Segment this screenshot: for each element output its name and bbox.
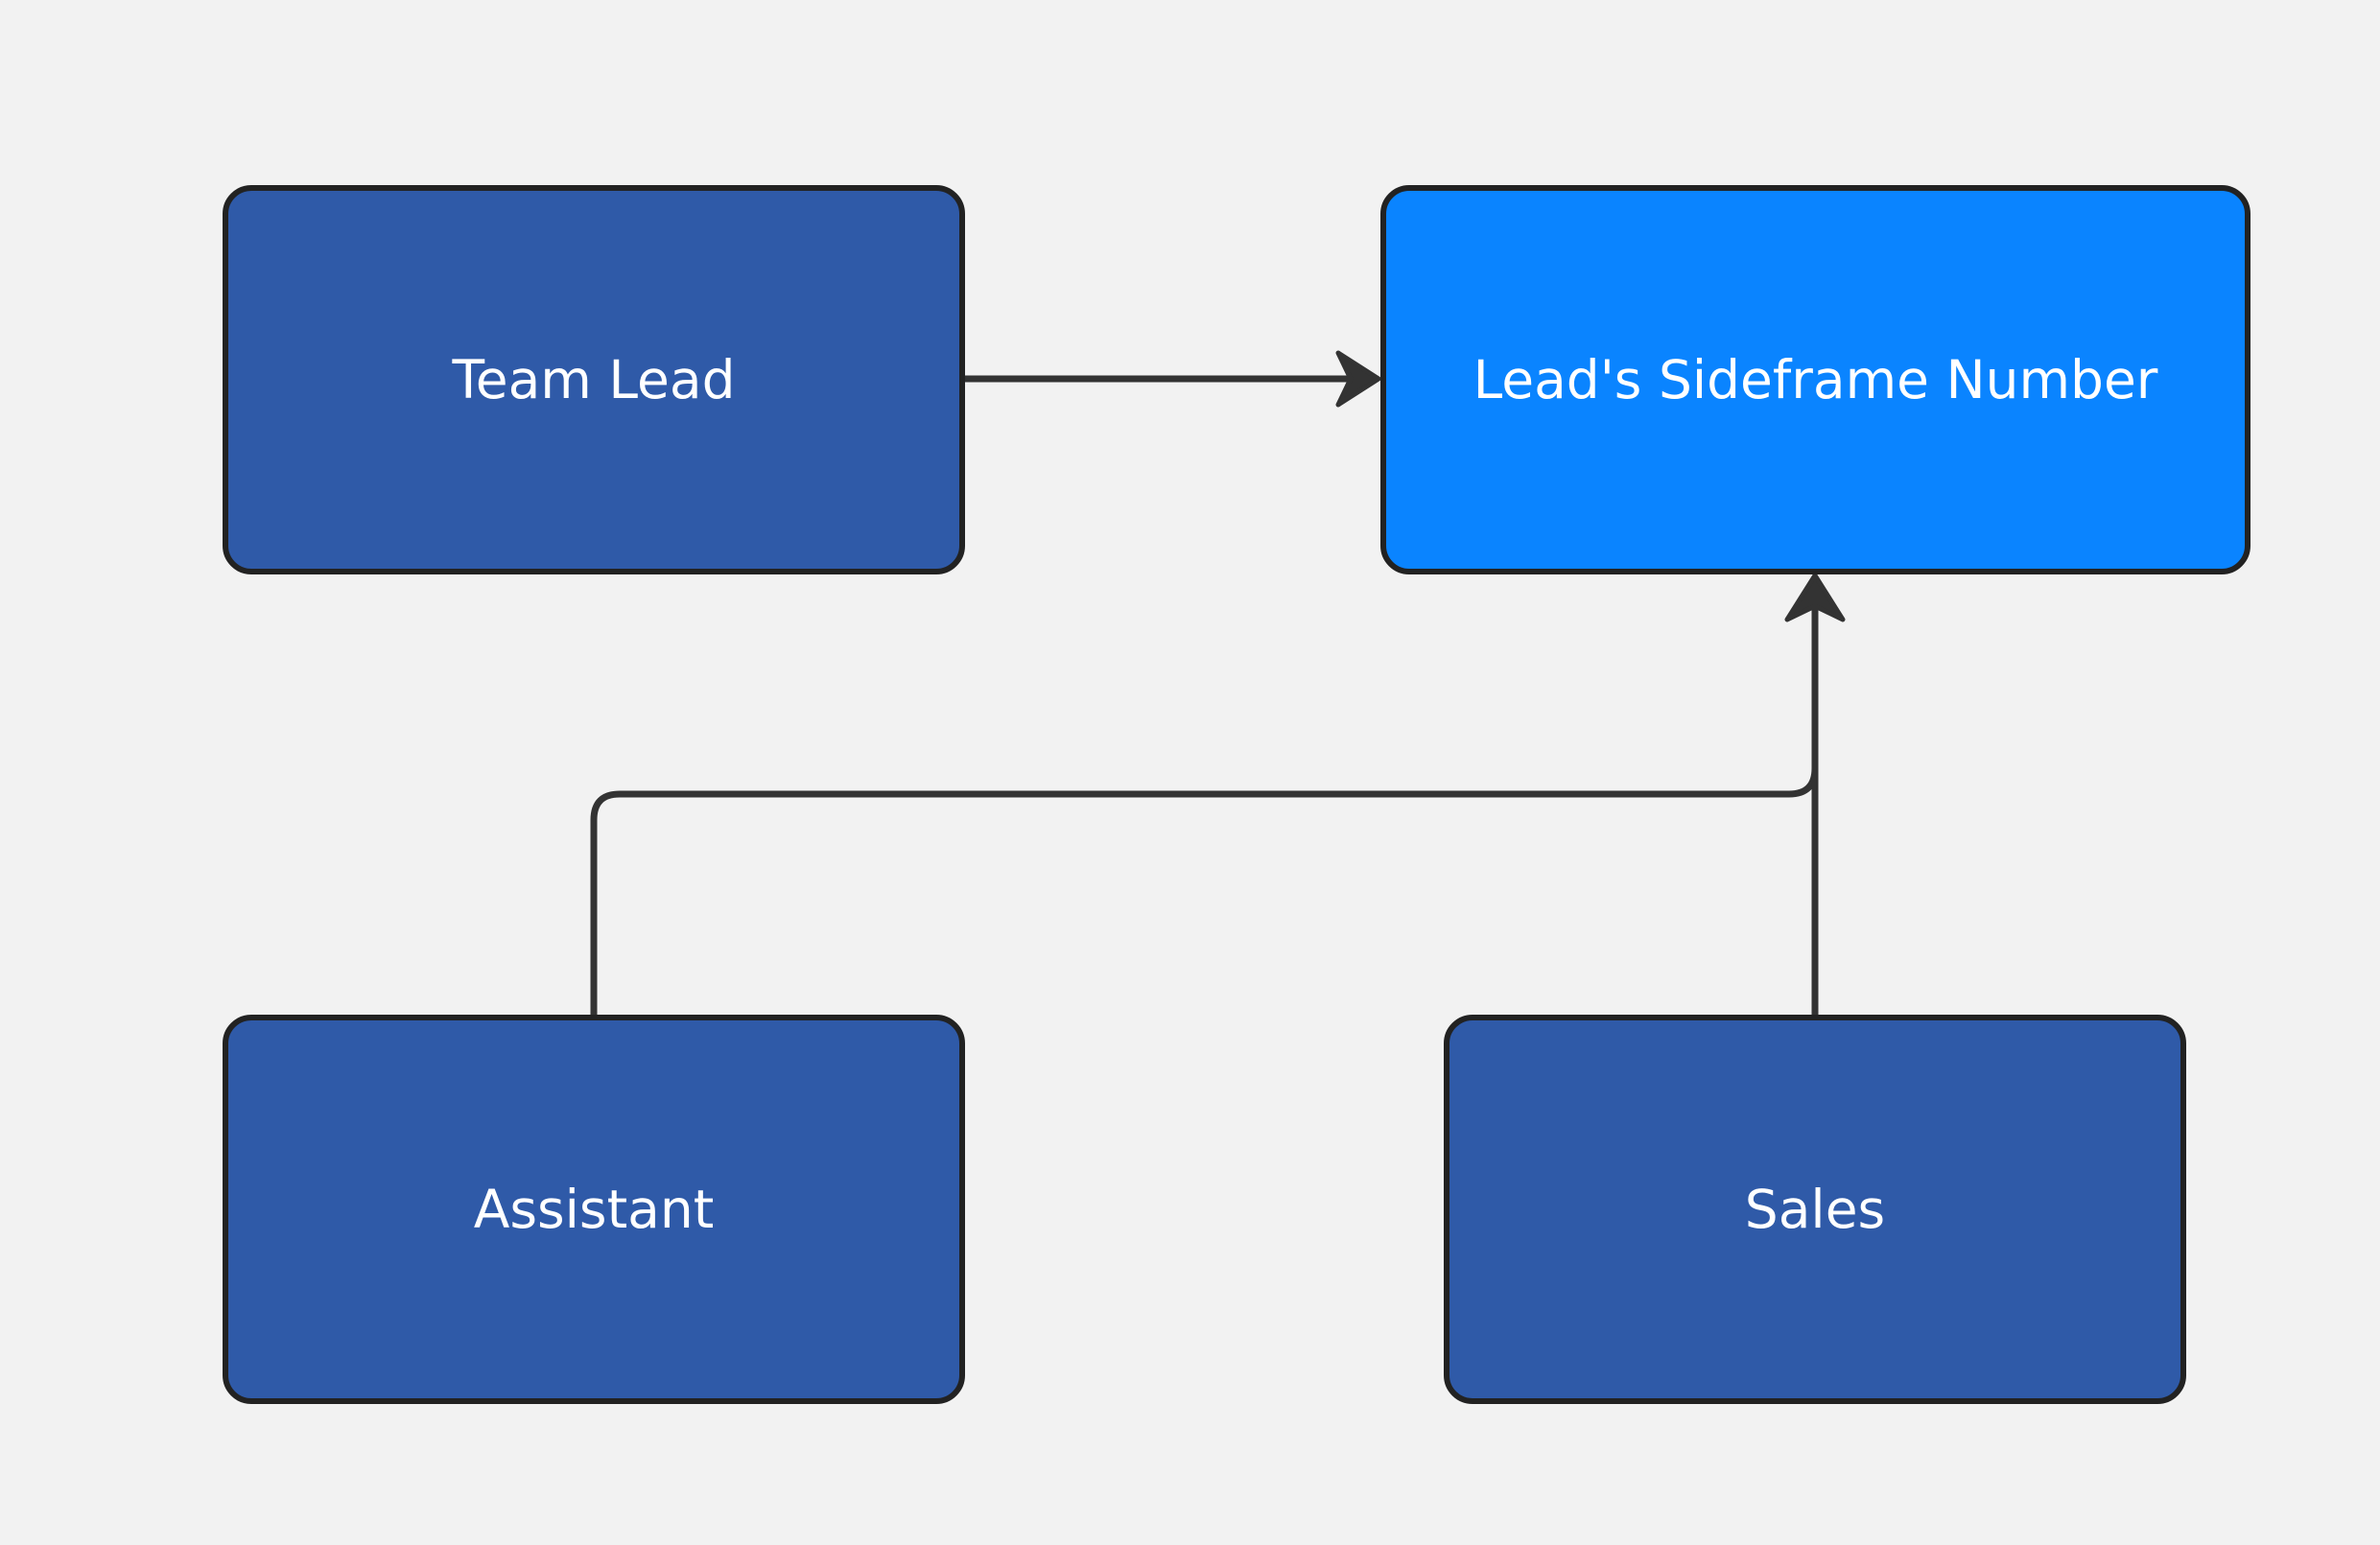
node-team-lead[interactable]: Team Lead (223, 185, 965, 574)
node-label: Assistant (473, 1178, 715, 1240)
node-assistant[interactable]: Assistant (223, 1015, 965, 1404)
arrowhead-sideframe-bottom (1784, 573, 1846, 622)
node-sales[interactable]: Sales (1444, 1015, 2186, 1404)
node-label: Lead's Sideframe Number (1473, 348, 2158, 410)
node-label: Sales (1744, 1178, 1886, 1240)
arrowhead-sideframe-left (1335, 350, 1381, 408)
node-label: Team Lead (452, 348, 736, 410)
edge-assistant-to-sideframe (590, 764, 1819, 1018)
node-leads-sideframe-number[interactable]: Lead's Sideframe Number (1380, 185, 2250, 574)
